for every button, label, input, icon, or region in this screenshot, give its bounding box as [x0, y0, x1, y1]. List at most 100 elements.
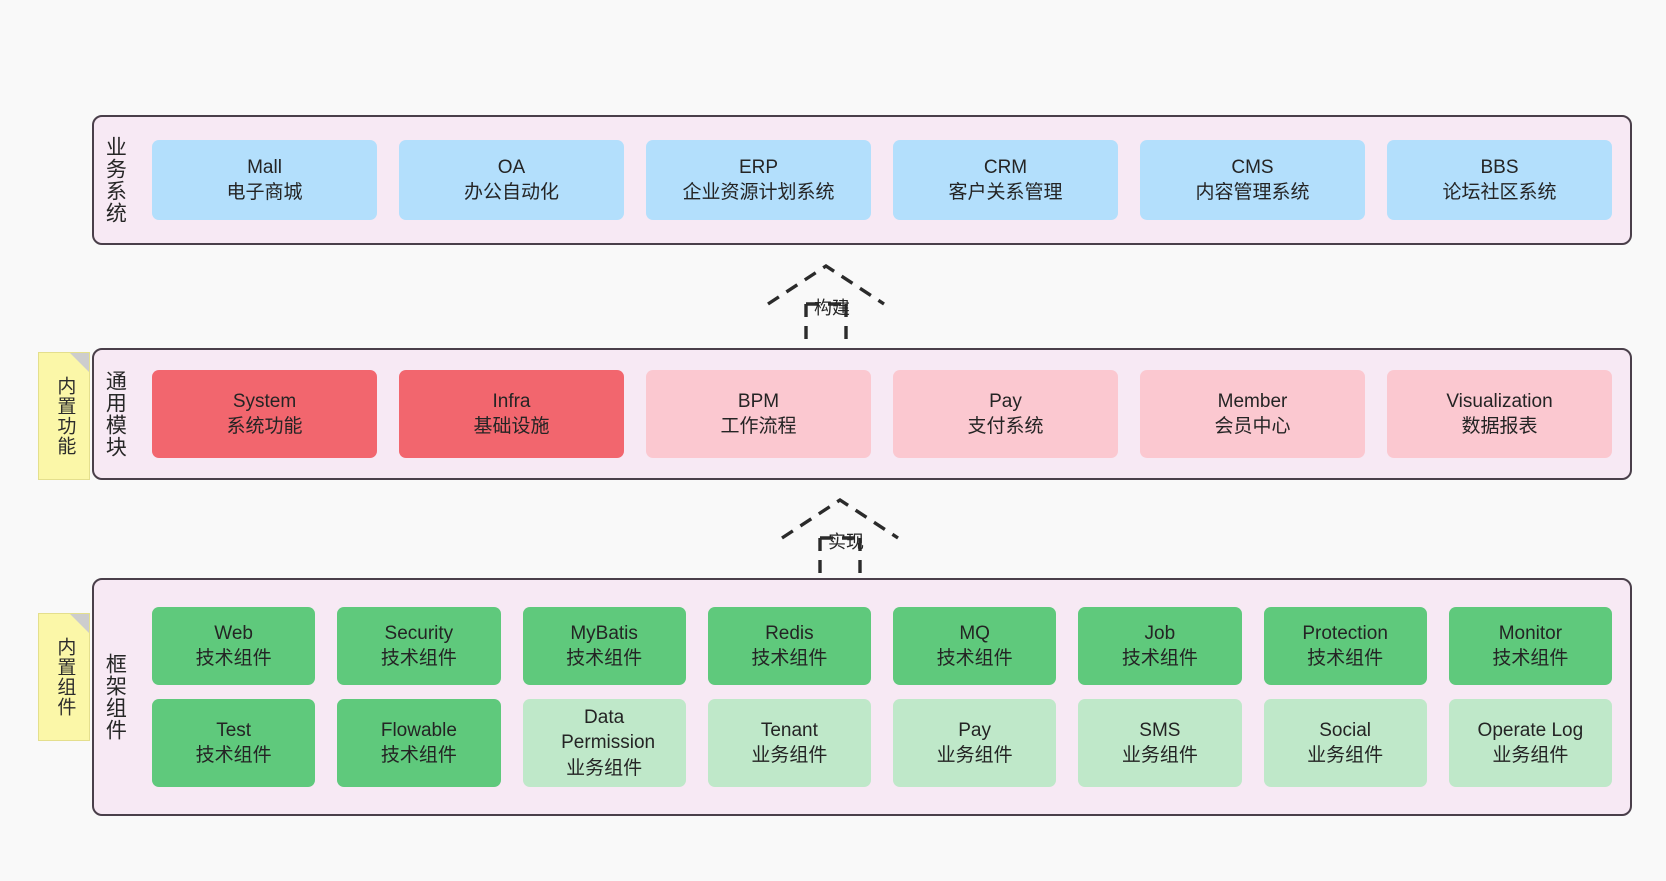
node-title-en: Pay: [989, 390, 1022, 412]
node-title-en: Web: [214, 623, 253, 645]
node-title-cn: 业务组件: [1492, 744, 1569, 766]
note-fold-corner: [70, 614, 89, 633]
node-title-cn: 内容管理系统: [1195, 182, 1310, 203]
node-job[interactable]: Job 技术组件: [1078, 607, 1242, 686]
node-bpm[interactable]: BPM 工作流程: [646, 370, 871, 458]
node-monitor[interactable]: Monitor 技术组件: [1448, 607, 1612, 686]
node-title-cn: 技术组件: [936, 648, 1013, 670]
connector-label-implement: 实现: [828, 532, 864, 552]
connector-label-build: 构建: [814, 298, 850, 318]
node-title-en: MyBatis: [570, 623, 638, 645]
node-title-cn: 系统功能: [226, 416, 303, 437]
node-title-en: Member: [1217, 390, 1288, 412]
node-mall[interactable]: Mall 电子商城: [152, 140, 377, 220]
node-mq[interactable]: MQ 技术组件: [893, 607, 1057, 686]
node-title-cn: 技术组件: [1307, 648, 1384, 670]
node-title-cn: 业务组件: [936, 744, 1013, 766]
node-cms[interactable]: CMS 内容管理系统: [1140, 140, 1365, 220]
framework-row-technical: Web 技术组件 Security 技术组件 MyBatis 技术组件 Redi…: [152, 607, 1612, 686]
node-member[interactable]: Member 会员中心: [1140, 370, 1365, 458]
node-title-en: Redis: [765, 623, 814, 645]
node-title-cn: 企业资源计划系统: [682, 182, 835, 203]
node-visualization[interactable]: Visualization 数据报表: [1387, 370, 1612, 458]
node-title-en: Test: [216, 719, 252, 741]
node-title-en: Monitor: [1498, 623, 1563, 645]
node-title-cn: 业务组件: [751, 744, 828, 766]
connector-implement: 实现: [772, 496, 922, 586]
node-erp[interactable]: ERP 企业资源计划系统: [646, 140, 871, 220]
layer-title-framework-components: 框架组件: [103, 653, 127, 741]
layer-body-business-systems: Mall 电子商城 OA 办公自动化 ERP 企业资源计划系统 CRM 客户关系…: [134, 117, 1630, 243]
node-title-en: System: [232, 390, 297, 412]
node-protection[interactable]: Protection 技术组件: [1263, 607, 1427, 686]
node-pay-module[interactable]: Pay 支付系统: [893, 370, 1118, 458]
node-social[interactable]: Social 业务组件: [1263, 699, 1427, 787]
node-title-en: BPM: [737, 390, 780, 412]
node-title-cn: 论坛社区系统: [1442, 182, 1557, 203]
node-title-cn: 技术组件: [380, 744, 457, 766]
node-tenant[interactable]: Tenant 业务组件: [707, 699, 871, 787]
node-redis[interactable]: Redis 技术组件: [707, 607, 871, 686]
generalization-arrowhead: [767, 263, 885, 306]
node-crm[interactable]: CRM 客户关系管理: [893, 140, 1118, 220]
node-title-cn: 业务组件: [1121, 744, 1198, 766]
node-data-permission[interactable]: Data Permission 业务组件: [522, 699, 686, 787]
note-label: 内置组件: [54, 637, 76, 717]
node-flowable[interactable]: Flowable 技术组件: [337, 699, 501, 787]
node-title-en: ERP: [738, 156, 779, 178]
node-title-en: Protection: [1302, 623, 1388, 645]
node-title-cn: 电子商城: [226, 182, 303, 203]
node-title-cn: 业务组件: [1307, 744, 1384, 766]
node-title-cn: 办公自动化: [463, 182, 559, 203]
node-title-cn: 基础设施: [473, 416, 550, 437]
node-title-cn: 技术组件: [1121, 648, 1198, 670]
node-title-cn: 支付系统: [967, 416, 1044, 437]
layer-title-business-systems: 业务系统: [103, 136, 127, 224]
note-builtin-components: 内置组件: [38, 613, 90, 741]
node-infra[interactable]: Infra 基础设施: [399, 370, 624, 458]
node-pay-component[interactable]: Pay 业务组件: [893, 699, 1057, 787]
node-title-en: Tenant: [760, 719, 818, 741]
layer-common-modules: 通用模块 System 系统功能 Infra 基础设施 BPM 工作流程 Pay…: [92, 348, 1632, 480]
generalization-arrowhead: [781, 497, 899, 540]
node-title-cn: 技术组件: [195, 744, 272, 766]
layer-business-systems: 业务系统 Mall 电子商城 OA 办公自动化 ERP 企业资源计划系统 CRM…: [92, 115, 1632, 245]
node-test[interactable]: Test 技术组件: [152, 699, 316, 787]
node-mybatis[interactable]: MyBatis 技术组件: [522, 607, 686, 686]
node-title-cn: 会员中心: [1214, 416, 1291, 437]
node-title-en: Operate Log: [1477, 719, 1584, 741]
node-title-en: MQ: [959, 623, 990, 645]
node-title-en: Flowable: [380, 719, 457, 741]
node-title-en: CRM: [983, 156, 1028, 178]
node-title-cn: 技术组件: [566, 648, 643, 670]
node-operate-log[interactable]: Operate Log 业务组件: [1448, 699, 1612, 787]
layer-framework-components: 框架组件 Web 技术组件 Security 技术组件 MyBatis 技术组件…: [92, 578, 1632, 816]
node-security[interactable]: Security 技术组件: [337, 607, 501, 686]
layer-body-common-modules: System 系统功能 Infra 基础设施 BPM 工作流程 Pay 支付系统…: [134, 350, 1630, 478]
note-fold-corner: [70, 353, 89, 372]
node-sms[interactable]: SMS 业务组件: [1078, 699, 1242, 787]
node-title-en: Pay: [958, 719, 991, 741]
node-title-cn: 技术组件: [195, 648, 272, 670]
node-title-cn: 技术组件: [1492, 648, 1569, 670]
node-title-en: Infra: [492, 390, 531, 412]
layer-title-common-modules: 通用模块: [103, 370, 127, 458]
node-title-cn: 数据报表: [1461, 416, 1538, 437]
node-web[interactable]: Web 技术组件: [152, 607, 316, 686]
node-title-cn: 业务组件: [566, 757, 643, 779]
node-title-en: Job: [1144, 623, 1176, 645]
node-title-cn: 技术组件: [751, 648, 828, 670]
node-title-cn: 客户关系管理: [948, 182, 1063, 203]
note-builtin-features: 内置功能: [38, 352, 90, 480]
note-label: 内置功能: [54, 376, 76, 456]
node-title-en: Mall: [247, 156, 282, 178]
layer-body-framework-components: Web 技术组件 Security 技术组件 MyBatis 技术组件 Redi…: [134, 580, 1630, 814]
node-oa[interactable]: OA 办公自动化: [399, 140, 624, 220]
node-system[interactable]: System 系统功能: [152, 370, 377, 458]
node-title-cn: 工作流程: [720, 416, 797, 437]
node-title-en: BBS: [1480, 156, 1519, 178]
node-title-en: Data Permission: [561, 707, 656, 754]
node-title-en: SMS: [1139, 719, 1181, 741]
node-bbs[interactable]: BBS 论坛社区系统: [1387, 140, 1612, 220]
